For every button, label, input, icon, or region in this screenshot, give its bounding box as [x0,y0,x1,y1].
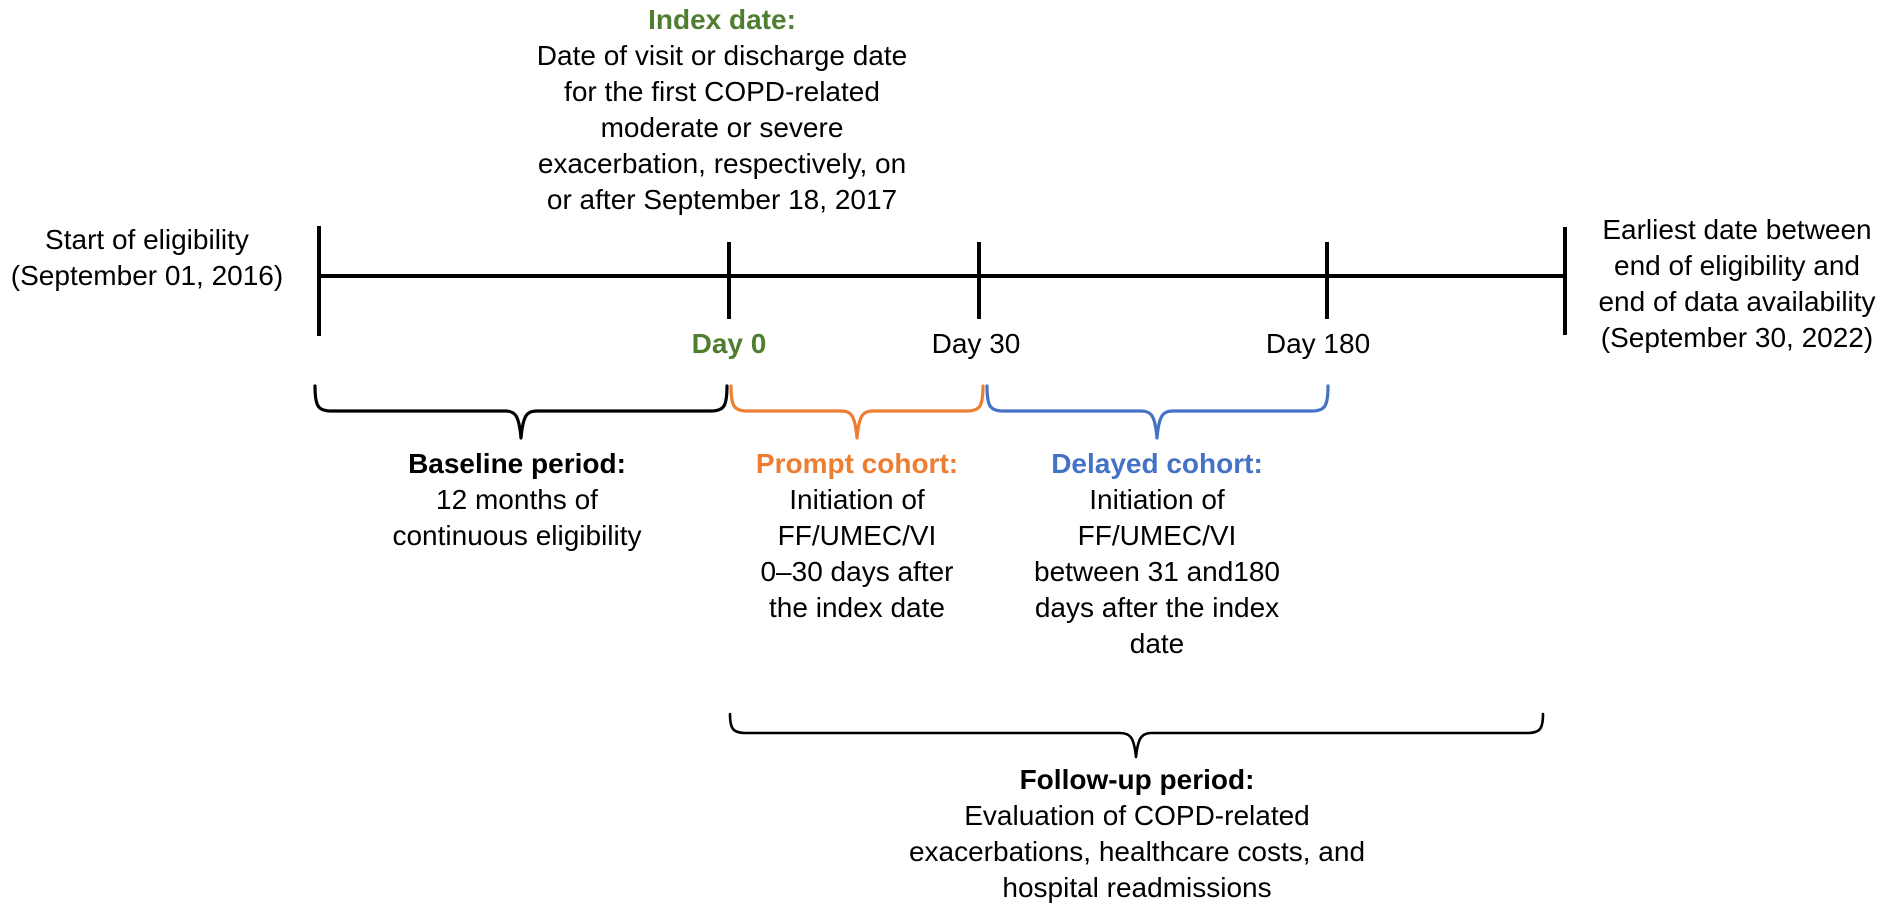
prompt-cohort-label: Prompt cohort: Initiation of FF/UMEC/VI … [755,448,959,623]
start-eligibility-label: Start of eligibility (September 01, 2016… [10,224,284,291]
index-date-line: moderate or severe [600,112,844,143]
index-date-title: Index date: [648,4,796,35]
day-180-label: Day 180 [1265,328,1371,359]
index-date-line: for the first COPD-related [564,76,880,107]
tick-day-180 [1325,242,1329,319]
end-eligibility-label: Earliest date between end of eligibility… [1598,214,1876,353]
day-0-label: Day 0 [691,328,767,359]
tick-end [1563,227,1567,335]
baseline-period-label: Baseline period: 12 months of continuous… [392,448,642,551]
delayed-cohort-brace [985,384,1330,440]
index-date-line: exacerbation, respectively, on [537,148,907,179]
index-date-line: Date of visit or discharge date [536,40,908,71]
baseline-period-brace [313,384,729,440]
followup-period-label: Follow-up period: Evaluation of COPD-rel… [908,764,1366,903]
followup-period-brace [728,712,1545,759]
timeline-axis [319,274,1567,278]
baseline-period-title: Baseline period: [408,448,626,479]
followup-period-title: Follow-up period: [1019,764,1255,795]
delayed-cohort-title: Delayed cohort: [1051,448,1263,479]
day-30-label: Day 30 [931,328,1021,359]
tick-start [317,226,321,336]
tick-day-0 [727,242,731,319]
delayed-cohort-label: Delayed cohort: Initiation of FF/UMEC/VI… [1034,448,1280,659]
index-date-line: or after September 18, 2017 [546,184,898,215]
prompt-cohort-brace [729,384,985,440]
prompt-cohort-title: Prompt cohort: [755,448,959,479]
index-date-annotation: Index date: Date of visit or discharge d… [537,2,907,218]
tick-day-30 [977,242,981,319]
